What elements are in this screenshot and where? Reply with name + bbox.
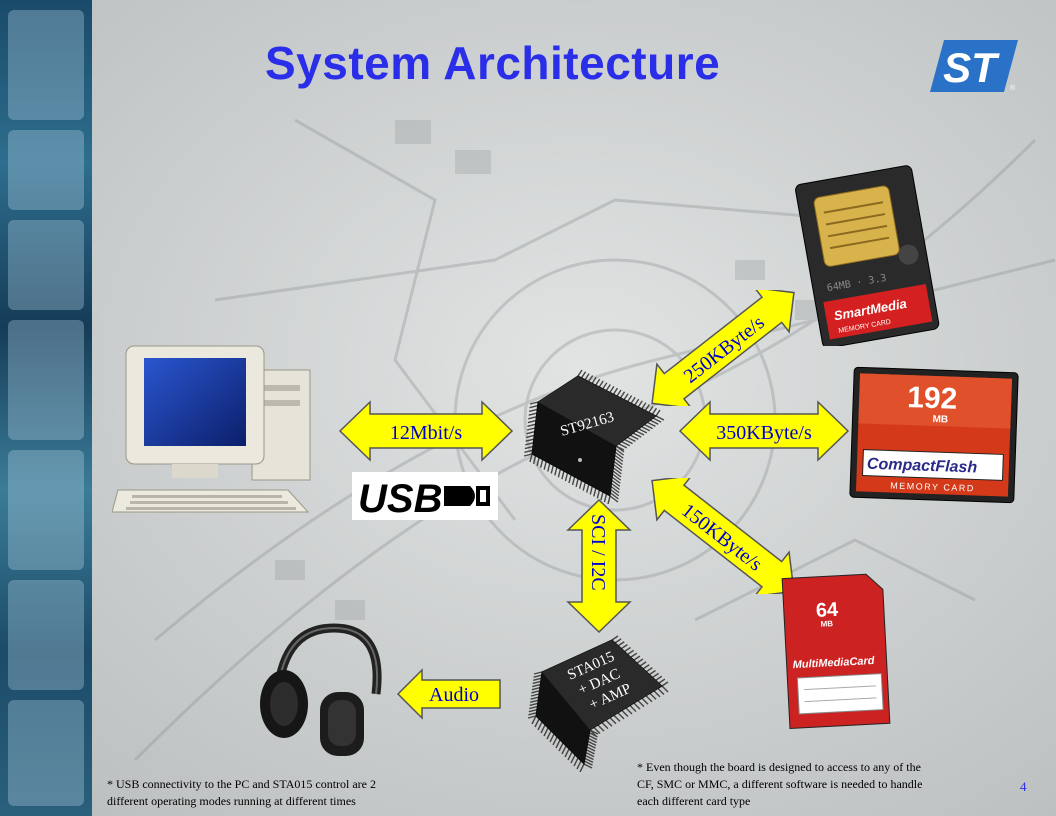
svg-text:ST: ST bbox=[943, 44, 1000, 91]
svg-text:MEMORY CARD: MEMORY CARD bbox=[890, 481, 975, 494]
compactflash-speed-label: 350KByte/s bbox=[716, 422, 812, 444]
card-note-line-2: CF, SMC or MMC, a different software is … bbox=[637, 777, 923, 791]
smartmedia-card-icon: 64MB · 3.3 SmartMedia MEMORY CARD bbox=[795, 165, 940, 346]
sta015-chip: STA015 + DAC + AMP bbox=[527, 635, 669, 772]
desktop-pc-icon bbox=[112, 345, 311, 513]
machinery-tile bbox=[8, 320, 84, 440]
audio-output-arrow: Audio bbox=[396, 668, 501, 720]
monitor-tile bbox=[8, 220, 84, 310]
svg-text:CompactFlash: CompactFlash bbox=[867, 456, 978, 477]
usb-note-line-2: different operating modes running at dif… bbox=[107, 794, 356, 808]
svg-text:64: 64 bbox=[815, 599, 839, 622]
phone-tile bbox=[8, 10, 84, 120]
usb-note: * USB connectivity to the PC and STA015 … bbox=[107, 776, 376, 810]
card-note-line-1: * Even though the board is designed to a… bbox=[637, 760, 921, 774]
keyboard-tile bbox=[8, 130, 84, 210]
st-logo-icon: ST ® bbox=[930, 40, 1018, 92]
page-number: 4 bbox=[1020, 779, 1027, 794]
svg-text:®: ® bbox=[1010, 84, 1016, 92]
smartmedia-link-arrow: 250KByte/s bbox=[651, 290, 795, 406]
audio-label: Audio bbox=[429, 684, 479, 706]
sci-i2c-label: SCI / I2C bbox=[587, 514, 609, 591]
usb-note-line-1: * USB connectivity to the PC and STA015 … bbox=[107, 777, 377, 791]
mmc-link-arrow: 150KByte/s bbox=[651, 478, 795, 594]
headphones-icon bbox=[260, 623, 382, 756]
dashboard-tile bbox=[8, 450, 84, 570]
gauge-tile bbox=[8, 580, 84, 690]
usb-speed-label: 12Mbit/s bbox=[390, 422, 462, 444]
usb-link-arrow: 12Mbit/s bbox=[338, 400, 514, 462]
multimediacard-icon: 64 MB MultiMediaCard bbox=[781, 573, 891, 729]
compactflash-link-arrow: 350KByte/s bbox=[678, 400, 850, 462]
svg-text:MB: MB bbox=[820, 619, 833, 629]
st92163-chip: ST92163 bbox=[523, 369, 665, 504]
usb-logo-icon: USB bbox=[352, 472, 498, 520]
compactflash-card-icon: 192 MB CompactFlash MEMORY CARD bbox=[849, 366, 1019, 504]
svg-text:USB: USB bbox=[358, 477, 442, 520]
slide-title: System Architecture bbox=[265, 37, 721, 89]
card-note-line-3: each different card type bbox=[637, 794, 751, 808]
side-image-strip bbox=[0, 0, 92, 816]
steering-tile bbox=[8, 700, 84, 806]
mmc-speed-label: 150KByte/s bbox=[677, 499, 766, 575]
svg-text:192: 192 bbox=[907, 381, 958, 416]
card-note: * Even though the board is designed to a… bbox=[637, 759, 922, 810]
svg-text:MultiMediaCard: MultiMediaCard bbox=[792, 655, 875, 671]
smartmedia-speed-label: 250KByte/s bbox=[680, 311, 769, 387]
svg-text:MB: MB bbox=[932, 414, 948, 426]
sci-i2c-link-arrow: SCI / I2C bbox=[566, 498, 632, 634]
